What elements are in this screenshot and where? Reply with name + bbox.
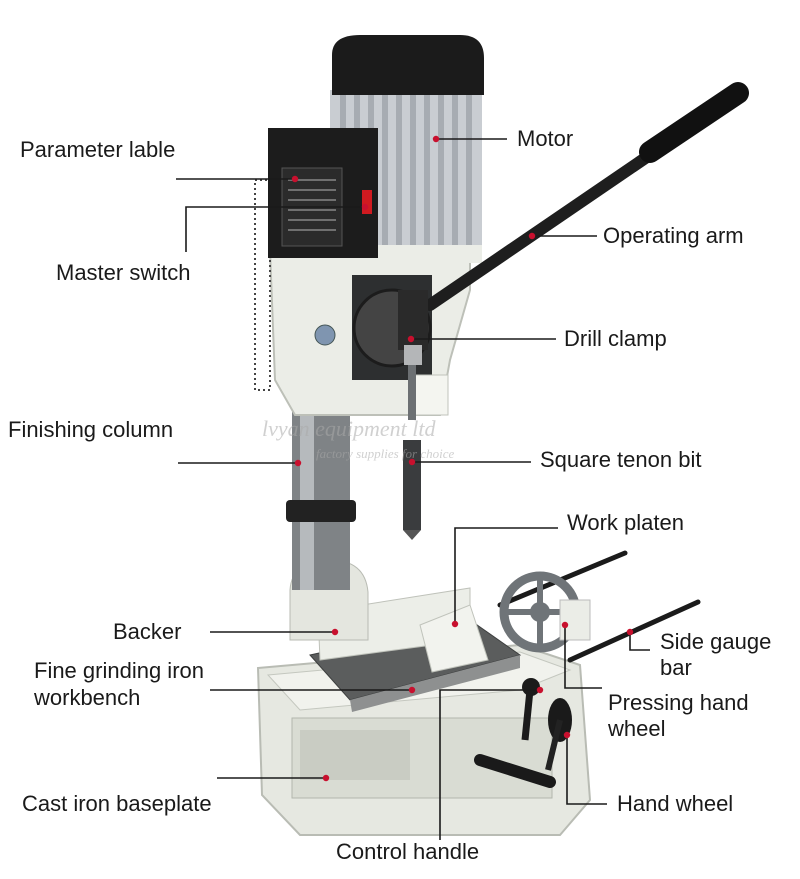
control-handle [521,678,540,741]
dot-work-platen [451,620,459,628]
label-backer: Backer [113,619,182,644]
dot-backer [331,628,339,636]
label-master-switch: Master switch [56,260,191,285]
dot-control-handle [536,686,544,694]
hand-wheel [474,698,572,788]
watermark-line-2: factory supplies for choice [316,446,455,461]
label-operating-arm: Operating arm [603,223,744,248]
label-workbench-line-2: workbench [34,685,141,710]
label-side-gauge-line-1: Side gauge [660,629,772,654]
label-drill-clamp: Drill clamp [564,326,667,351]
label-pressing-wheel-line-1: Pressing hand [608,690,749,715]
label-workbench-line-1: Fine grinding iron [34,658,204,683]
dot-baseplate [322,774,330,782]
dot-drill-clamp [407,335,415,343]
leader-lines [176,138,650,840]
dot-motor [432,135,440,143]
work-platen [419,604,489,673]
leader-master-switch [185,206,365,252]
leader-side-gauge [629,632,650,651]
dot-workbench [408,686,416,694]
pressing-hand-wheel [499,571,591,653]
label-finishing-column: Finishing column [8,417,174,442]
return-spring [254,179,271,391]
dot-master-switch [361,203,369,211]
dot-operating-arm [528,232,536,240]
label-square-tenon-bit: Square tenon bit [540,447,702,472]
label-hand-wheel: Hand wheel [617,791,734,816]
label-pressing-wheel-line-2: wheel [608,716,666,741]
dot-square-tenon-bit [408,458,416,466]
label-control-handle: Control handle [336,839,480,864]
finishing-column [286,390,356,590]
leader-pressing-wheel [564,625,602,689]
dot-pressing-wheel [561,621,569,629]
operating-arm [424,82,749,311]
dot-side-gauge [626,628,634,636]
head-casting [268,249,471,416]
dot-finishing-column [294,459,302,467]
leader-hand-wheel [566,735,607,805]
marker-dots [291,135,634,782]
label-cast-iron-baseplate: Cast iron baseplate [22,791,212,816]
label-motor: Motor [517,126,574,151]
leader-work-platen [454,527,558,624]
watermark-line-1: lvyan equipment ltd [262,416,436,441]
label-side-gauge-line-2: bar [660,655,692,680]
label-parameter: Parameter lable [20,137,176,162]
leader-control-handle [439,689,540,840]
label-work-platen: Work platen [567,510,684,535]
dot-parameter [291,175,299,183]
dot-hand-wheel [563,731,571,739]
control-box [268,128,378,258]
